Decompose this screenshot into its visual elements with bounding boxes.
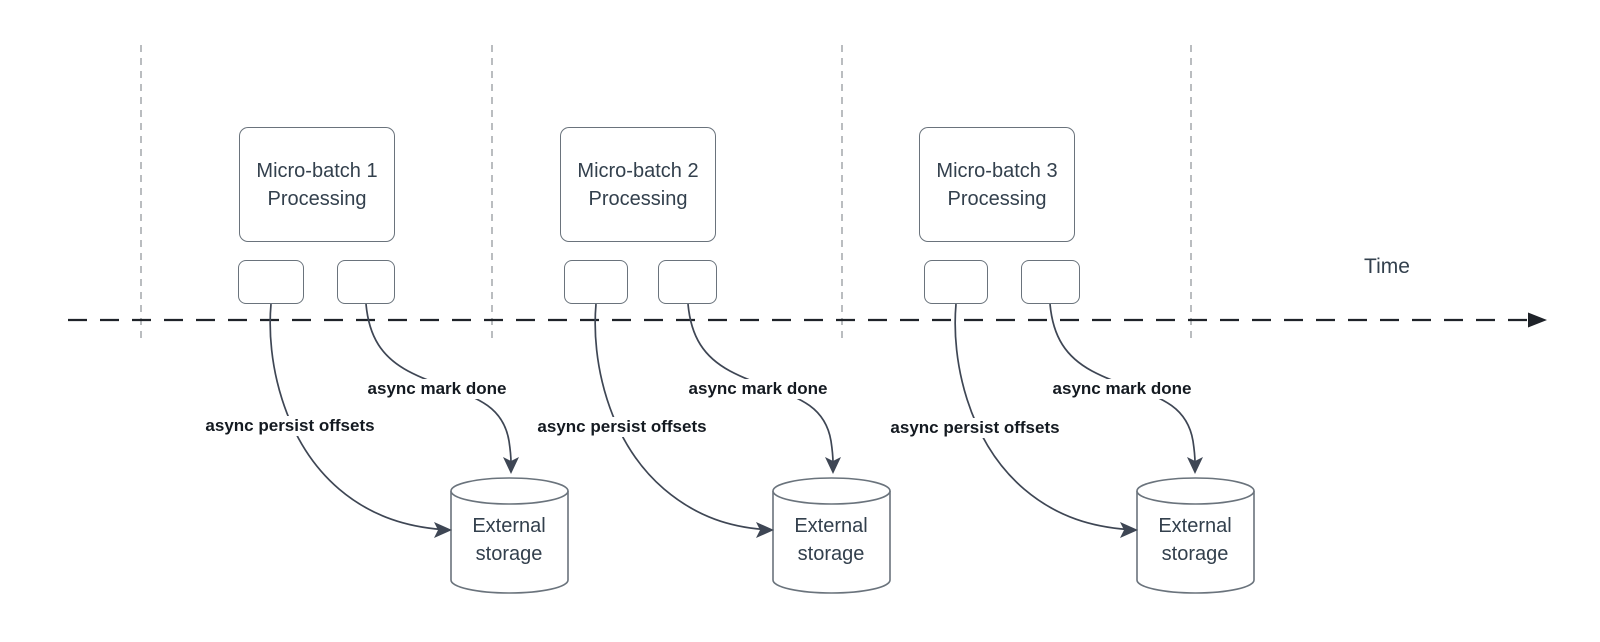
persist-offsets-arrow-curve [269,303,443,531]
storage-cylinder-2 [772,477,891,594]
processing-box-title-line2: Processing [588,187,688,210]
mark-done-label-3: async mark done [1050,379,1194,399]
storage-label-line1: External [1158,515,1232,537]
storage-label-2: External storage [773,512,889,568]
persist-offsets-arrowhead-icon [434,522,452,538]
persist-offsets-arrow-curve [954,303,1129,531]
storage-label-3: External storage [1137,512,1253,568]
offset-task-box-2 [564,260,628,304]
time-axis [68,312,1547,328]
storage-cylinder-3 [1136,477,1255,594]
cylinder-body [1136,491,1255,594]
cylinder-top [450,477,569,505]
section-1-arrows [269,303,519,538]
commit-task-box-1 [337,260,395,304]
storage-label-line1: External [472,515,546,537]
commit-task-box-3 [1021,260,1080,304]
persist-offsets-label-1: async persist offsets [203,416,377,436]
persist-offsets-label-3: async persist offsets [888,418,1062,438]
mark-done-label-2: async mark done [686,379,830,399]
mark-done-arrowhead-icon [503,457,519,474]
mark-done-label-1: async mark done [365,379,509,399]
processing-box-title-line1: Micro-batch 2 [577,159,699,182]
storage-label-1: External storage [451,512,567,568]
processing-box-title-line2: Processing [947,187,1047,210]
commit-task-box-2 [658,260,717,304]
processing-box-2: Micro-batch 2 Processing [560,127,716,242]
persist-offsets-arrowhead-icon [1120,522,1138,538]
persist-offsets-arrowhead-icon [756,522,774,538]
persist-offsets-arrow-curve [594,303,765,531]
time-axis-arrowhead-icon [1528,312,1547,328]
processing-box-title-line1: Micro-batch 3 [936,159,1058,182]
processing-box-title-line2: Processing [267,187,367,210]
cylinder-body [772,491,891,594]
processing-box-1: Micro-batch 1 Processing [239,127,395,242]
processing-box-title-line1: Micro-batch 1 [256,159,378,182]
storage-label-line2: storage [797,543,865,565]
storage-label-line2: storage [475,543,543,565]
interval-grid-lines [140,45,1192,340]
mark-done-arrowhead-icon [1187,457,1203,474]
processing-box-3: Micro-batch 3 Processing [919,127,1075,242]
cylinder-body [450,491,569,594]
time-axis-label: Time [1364,255,1410,278]
offset-task-box-3 [924,260,988,304]
persist-offsets-label-2: async persist offsets [535,417,709,437]
storage-label-line2: storage [1161,543,1229,565]
storage-cylinder-1 [450,477,569,594]
offset-task-box-1 [238,260,304,304]
storage-cylinders [450,477,1255,594]
storage-label-line1: External [794,515,868,537]
mark-done-arrowhead-icon [825,457,841,474]
cylinder-top [1136,477,1255,505]
cylinder-top [772,477,891,505]
